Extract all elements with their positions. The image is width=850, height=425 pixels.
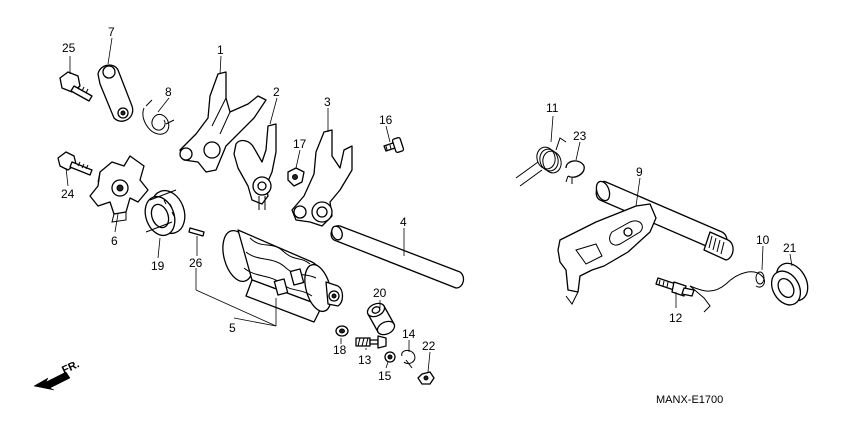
callout-8: 8 bbox=[165, 85, 172, 99]
callout-10: 10 bbox=[756, 233, 770, 247]
part-3-shift-fork bbox=[291, 129, 353, 227]
callout-22: 22 bbox=[422, 339, 436, 353]
part-19-bearing bbox=[144, 189, 186, 237]
part-14-clip bbox=[401, 349, 416, 369]
part-5-shift-drum bbox=[222, 229, 344, 323]
callout-9: 9 bbox=[636, 165, 643, 179]
callout-18: 18 bbox=[333, 343, 347, 357]
part-17-guide-pin bbox=[287, 167, 305, 187]
front-direction-indicator: FR. bbox=[33, 358, 81, 391]
callout-7: 7 bbox=[108, 25, 115, 39]
part-15-washer bbox=[384, 351, 396, 363]
part-22-nut bbox=[417, 371, 435, 385]
part-8-spring bbox=[142, 99, 175, 135]
callout-5: 5 bbox=[229, 321, 236, 335]
callout-16: 16 bbox=[379, 113, 393, 127]
part-21-oil-seal bbox=[770, 262, 809, 306]
front-arrow-icon bbox=[33, 371, 71, 391]
callout-24: 24 bbox=[61, 187, 75, 201]
part-11-return-spring bbox=[515, 137, 567, 187]
part-18-washer bbox=[335, 325, 349, 337]
part-1-shift-fork bbox=[179, 71, 267, 173]
callout-13: 13 bbox=[358, 353, 372, 367]
callout-19: 19 bbox=[151, 259, 165, 273]
callout-25: 25 bbox=[62, 41, 76, 55]
callout-4: 4 bbox=[400, 215, 407, 229]
part-26-dowel-pin bbox=[188, 227, 205, 237]
callout-labels: 25 7 8 1 2 3 17 16 24 6 19 26 4 5 20 18 … bbox=[61, 25, 797, 383]
callout-11: 11 bbox=[546, 101, 559, 115]
callout-26: 26 bbox=[189, 256, 203, 270]
callout-6: 6 bbox=[111, 234, 118, 248]
part-20-collar bbox=[366, 302, 396, 336]
part-6-drum-plate bbox=[89, 155, 149, 223]
part-24-bolt bbox=[57, 151, 93, 176]
callout-2: 2 bbox=[273, 85, 280, 99]
callout-23: 23 bbox=[573, 129, 587, 143]
part-7-stopper-arm bbox=[97, 64, 134, 122]
leader-lines bbox=[65, 37, 793, 373]
callout-21: 21 bbox=[783, 241, 797, 255]
part-2-shift-fork bbox=[233, 123, 277, 210]
part-10-spring-wire bbox=[689, 271, 765, 313]
part-4-fork-shaft bbox=[330, 225, 465, 289]
part-23-circlip bbox=[565, 160, 585, 184]
callout-15: 15 bbox=[378, 369, 392, 383]
part-9-shift-spindle bbox=[557, 180, 734, 305]
callout-17: 17 bbox=[293, 137, 307, 151]
diagram-code: MANX-E1700 bbox=[656, 394, 723, 406]
callout-3: 3 bbox=[324, 95, 331, 109]
callout-14: 14 bbox=[402, 327, 416, 341]
callout-12: 12 bbox=[669, 311, 683, 325]
part-16-bolt bbox=[383, 136, 405, 154]
part-13-bolt bbox=[355, 335, 387, 349]
front-direction-label: FR. bbox=[60, 358, 81, 376]
part-12-bolt bbox=[655, 277, 695, 297]
callout-1: 1 bbox=[217, 43, 224, 57]
callout-20: 20 bbox=[373, 286, 387, 300]
part-25-bolt bbox=[59, 71, 93, 102]
